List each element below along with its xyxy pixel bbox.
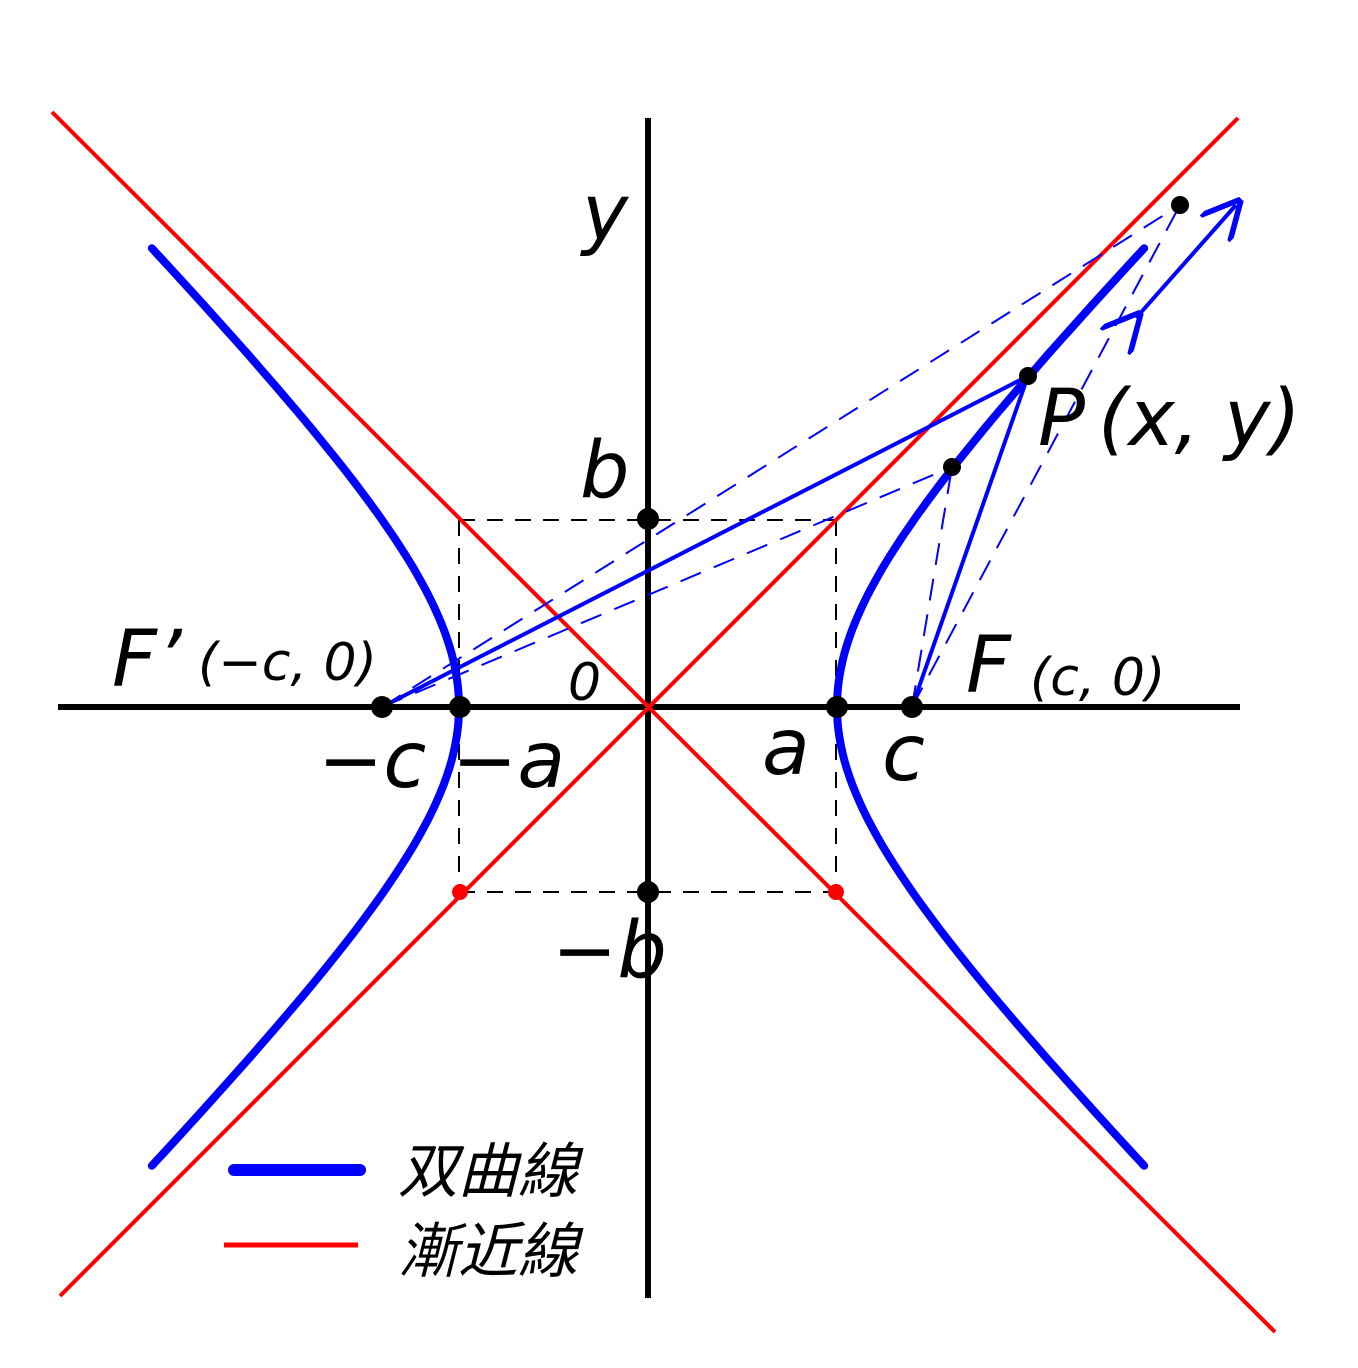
segment-p-to-left-focus (381, 374, 1029, 709)
point-neg-b (637, 881, 659, 903)
left-focus-coords: (−c, 0) (198, 633, 377, 693)
point-p-name: P (1038, 374, 1085, 464)
y-axis-label: y (580, 169, 630, 259)
point-b (637, 508, 659, 530)
right-focus-name: F (966, 621, 1012, 711)
point-left-focus (371, 696, 393, 718)
origin-label: 0 (568, 653, 601, 713)
point-a (826, 696, 848, 718)
segment-p-to-right-focus (910, 375, 1030, 708)
tick-label-neg-c: −c (318, 716, 426, 806)
point-asymptote-lower-left (452, 884, 468, 900)
legend-label-hyperbola: 双曲線 (398, 1137, 584, 1207)
point-asymptote-lower-right (828, 884, 844, 900)
tick-label-a: a (762, 703, 810, 793)
point-neg-a (449, 696, 471, 718)
tick-label-c: c (882, 709, 925, 799)
right-focus-coords: (c, 0) (1030, 648, 1165, 708)
point-aux-upper (943, 458, 961, 476)
point-p-coords: (x, y) (1098, 374, 1301, 464)
double-arrow (1136, 205, 1236, 318)
legend-label-asymptote: 漸近線 (398, 1217, 584, 1287)
tick-label-neg-b: −b (552, 906, 667, 996)
auxiliary-rectangle (458, 519, 837, 893)
point-right-focus (901, 696, 923, 718)
tick-label-b: b (580, 426, 630, 516)
asymptote-negative (50, 110, 1277, 1334)
point-p (1019, 367, 1037, 385)
left-focus-name: F’ (112, 615, 183, 705)
point-aux-top (1171, 196, 1189, 214)
tick-label-neg-a: −a (452, 716, 565, 806)
legend: 双曲線 漸近線 (224, 1137, 584, 1287)
